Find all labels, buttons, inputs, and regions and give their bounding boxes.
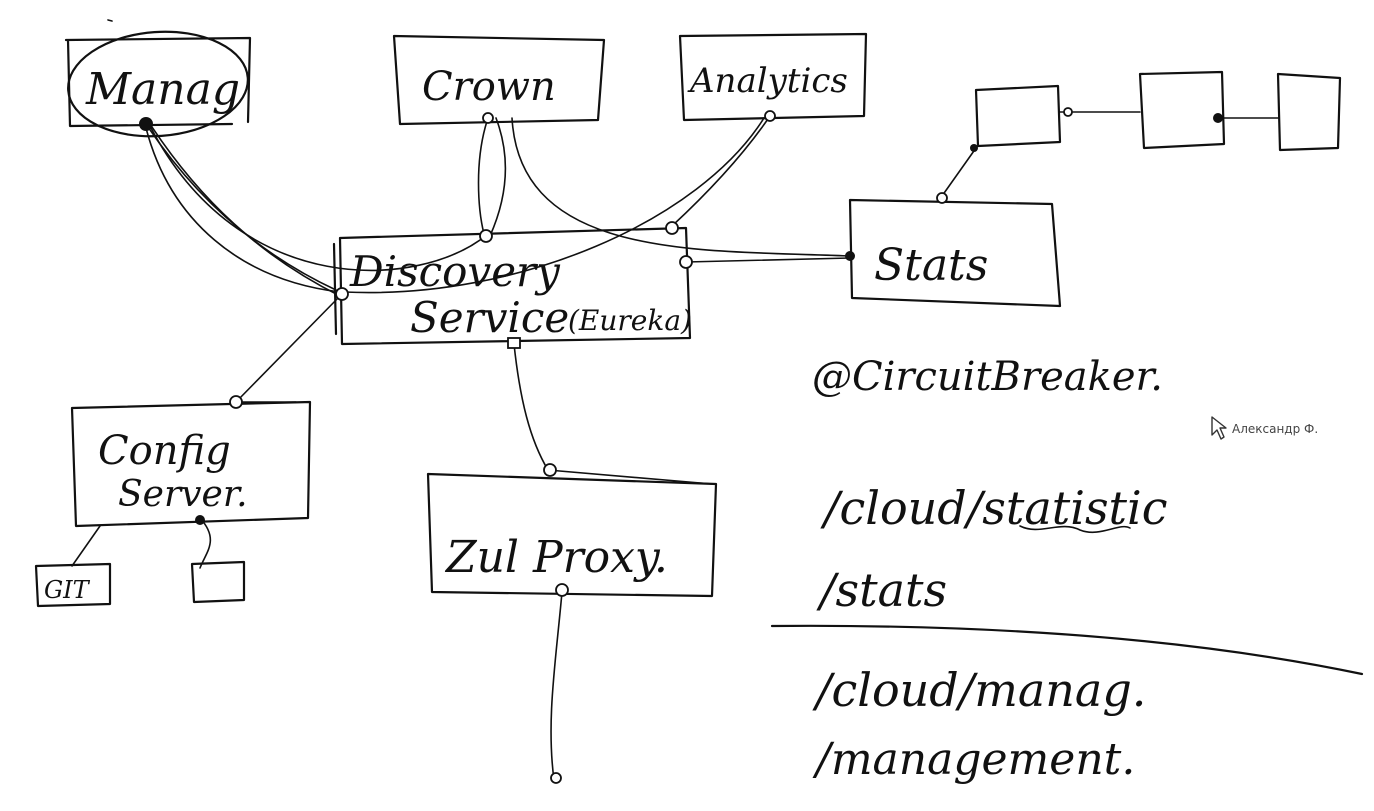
node-git: GIT: [34, 525, 112, 608]
node-manag-label: Manag: [85, 64, 240, 115]
node-discovery-label-2: Service: [410, 293, 569, 342]
connections: [139, 110, 948, 784]
node-eureka-label: (Eureka): [568, 304, 692, 337]
node-manag: Manag: [64, 30, 252, 138]
node-config: Config Server.: [70, 400, 312, 528]
node-zuul: Zul Proxy.: [426, 472, 718, 598]
stray-mark: [107, 19, 113, 22]
node-config-sub: [190, 515, 246, 604]
node-discovery: Discovery Service (Eureka): [332, 226, 692, 346]
node-crown-label: Crown: [422, 64, 556, 110]
note-route-cloud-manag: /cloud/manag.: [812, 663, 1146, 717]
node-config-label-1: Config: [98, 428, 231, 474]
notes-divider: [770, 624, 1364, 676]
notes: @CircuitBreaker. /cloud/statistic /stats…: [770, 354, 1364, 785]
node-crown: Crown: [392, 34, 606, 126]
node-stats: Stats: [848, 198, 1062, 308]
node-analytics: Analytics: [678, 32, 868, 122]
note-route-cloud-statistic: /cloud/statistic: [820, 481, 1168, 535]
note-circuit-breaker: @CircuitBreaker.: [812, 354, 1163, 400]
stats-chain: [941, 70, 1342, 197]
node-analytics-label: Analytics: [687, 61, 848, 101]
node-zuul-label: Zul Proxy.: [444, 532, 668, 583]
pointer-icon: [1211, 416, 1227, 440]
node-git-label: GIT: [44, 576, 91, 604]
node-stats-label: Stats: [874, 240, 988, 291]
node-config-label-2: Server.: [118, 474, 248, 515]
remote-user-cursor-label: Александр Ф.: [1232, 422, 1319, 436]
note-route-stats: /stats: [816, 563, 947, 617]
note-route-management: /management.: [812, 734, 1135, 785]
